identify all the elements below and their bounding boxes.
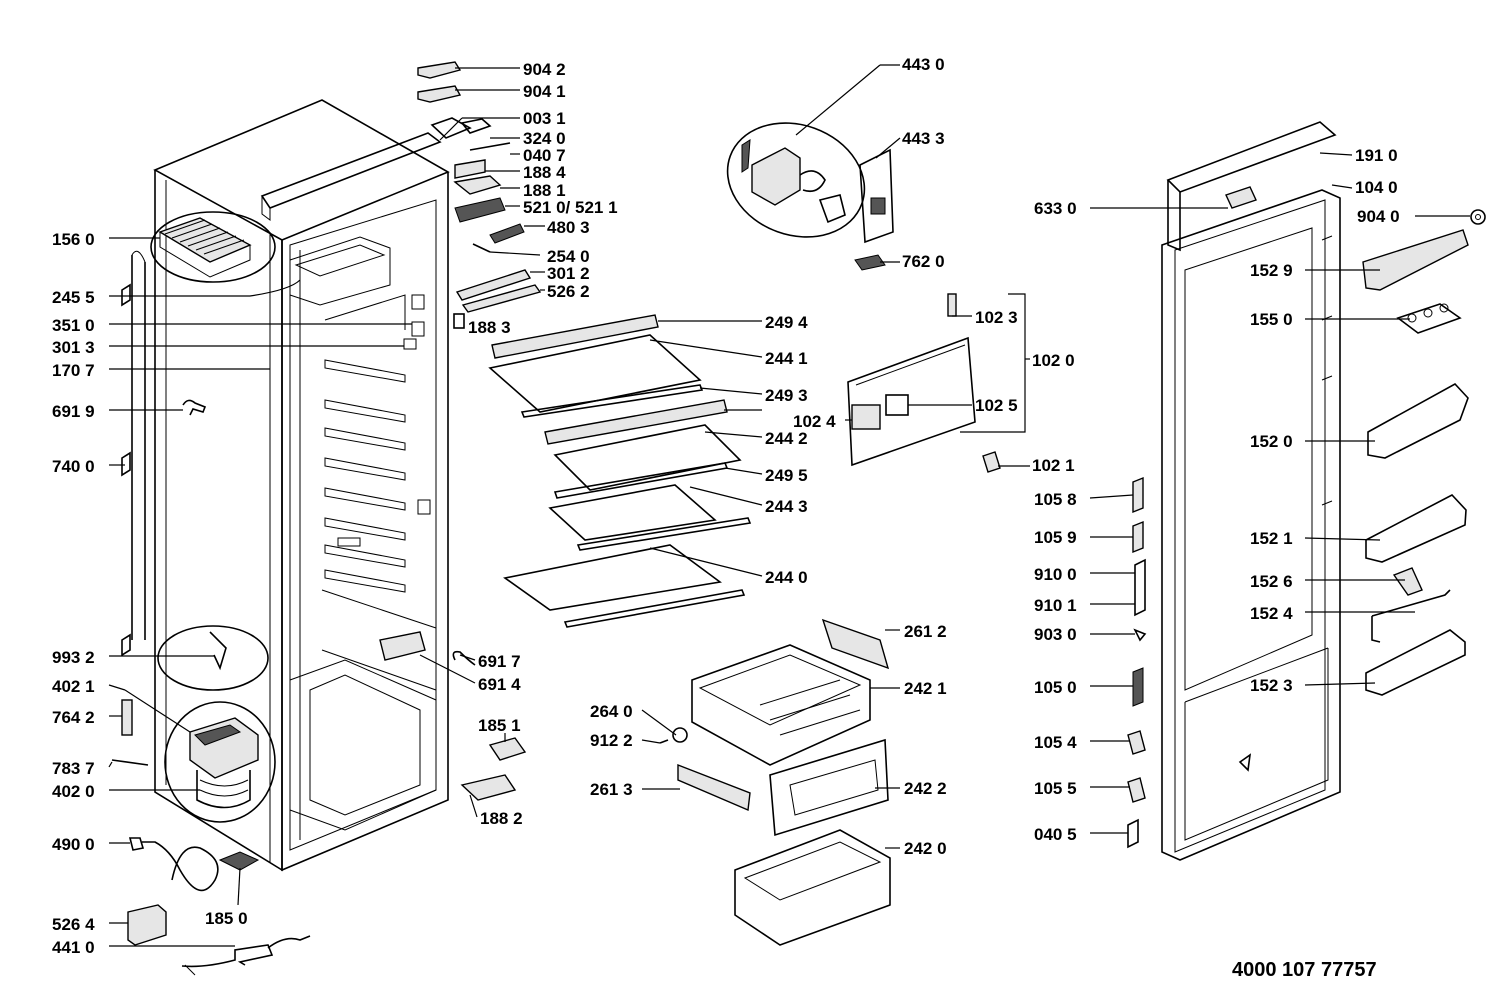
callout-label: 249 4 <box>765 313 808 332</box>
callout-label: 904 2 <box>523 60 566 79</box>
callout-label: 904 1 <box>523 82 566 101</box>
clip-part <box>182 399 207 416</box>
door-bins <box>1362 209 1486 696</box>
callout-label: 102 1 <box>1032 456 1075 475</box>
callout-label: 351 0 <box>52 316 95 335</box>
callout-label: 261 3 <box>590 780 633 799</box>
compressor-group <box>111 625 276 823</box>
light-housing <box>726 122 894 271</box>
callout-label: 244 0 <box>765 568 808 587</box>
callout-label: 526 2 <box>547 282 590 301</box>
callout-label: 155 0 <box>1250 310 1293 329</box>
callout-label: 156 0 <box>52 230 95 249</box>
callout-label: 691 9 <box>52 402 95 421</box>
callout-label: 244 3 <box>765 497 808 516</box>
callout-label: 102 3 <box>975 308 1018 327</box>
callout-label: 105 5 <box>1034 779 1077 798</box>
callout-label: 910 0 <box>1034 565 1077 584</box>
callout-label: 105 8 <box>1034 490 1077 509</box>
callout-label: 993 2 <box>52 648 95 667</box>
callout-label: 783 7 <box>52 759 95 778</box>
bottom-cabinet-parts <box>379 631 527 801</box>
callout-label: 910 1 <box>1034 596 1077 615</box>
callout-label: 170 7 <box>52 361 95 380</box>
power-cord <box>127 837 311 976</box>
callout-label: 764 2 <box>52 708 95 727</box>
callout-label: 152 9 <box>1250 261 1293 280</box>
callout-label: 102 0 <box>1032 351 1075 370</box>
top-hinge-parts <box>417 61 542 329</box>
callout-label: 249 5 <box>765 466 808 485</box>
callout-label: 102 4 <box>793 412 836 431</box>
callout-label: 301 3 <box>52 338 95 357</box>
callout-label: 242 2 <box>904 779 947 798</box>
callout-label: 152 0 <box>1250 432 1293 451</box>
callout-label: 185 1 <box>478 716 521 735</box>
callout-label: 242 1 <box>904 679 947 698</box>
ice-tray <box>150 211 276 283</box>
callout-label: 040 5 <box>1034 825 1077 844</box>
leader-lines <box>108 64 1470 947</box>
callout-label: 324 0 <box>523 129 566 148</box>
crisper-drawers <box>659 618 891 946</box>
callout-label: 105 4 <box>1034 733 1077 752</box>
callout-label: 188 2 <box>480 809 523 828</box>
callout-label: 490 0 <box>52 835 95 854</box>
callout-label: 152 1 <box>1250 529 1293 548</box>
callout-label: 912 2 <box>590 731 633 750</box>
glass-shelves <box>488 314 752 628</box>
callout-label: 185 0 <box>205 909 248 928</box>
callout-label: 402 1 <box>52 677 95 696</box>
callout-label: 003 1 <box>523 109 566 128</box>
callout-label: 105 9 <box>1034 528 1077 547</box>
callout-label: 691 7 <box>478 652 521 671</box>
callout-label: 245 5 <box>52 288 95 307</box>
callout-label: 521 0/ 521 1 <box>523 198 618 217</box>
callout-label: 301 2 <box>547 264 590 283</box>
callout-label: 443 0 <box>902 55 945 74</box>
callout-label: 480 3 <box>547 218 590 237</box>
callout-label: 261 2 <box>904 622 947 641</box>
callout-label: 691 4 <box>478 675 521 694</box>
callout-label: 443 3 <box>902 129 945 148</box>
callout-label: 740 0 <box>52 457 95 476</box>
callout-label: 903 0 <box>1034 625 1077 644</box>
callout-label: 152 3 <box>1250 676 1293 695</box>
callout-label: 526 4 <box>52 915 95 934</box>
callout-label: 633 0 <box>1034 199 1077 218</box>
callout-label: 188 4 <box>523 163 566 182</box>
condenser-loop <box>121 250 146 657</box>
callout-label: 402 0 <box>52 782 95 801</box>
fridge-door <box>1161 121 1341 861</box>
callout-label: 152 6 <box>1250 572 1293 591</box>
callout-label: 254 0 <box>547 247 590 266</box>
callout-label: 152 4 <box>1250 604 1293 623</box>
callout-labels: 904 2 904 1 003 1 324 0 040 7 188 4 188 … <box>52 55 1400 957</box>
callout-label: 762 0 <box>902 252 945 271</box>
callout-label: 244 1 <box>765 349 808 368</box>
diagram-reference-code: 4000 107 77757 <box>1232 959 1377 981</box>
callout-label: 244 2 <box>765 429 808 448</box>
callout-label: 249 3 <box>765 386 808 405</box>
callout-label: 242 0 <box>904 839 947 858</box>
callout-label: 040 7 <box>523 146 566 165</box>
callout-label: 105 0 <box>1034 678 1077 697</box>
callout-label: 188 1 <box>523 181 566 200</box>
fridge-cabinet <box>153 99 450 872</box>
callout-label: 191 0 <box>1355 146 1398 165</box>
freezer-flap <box>847 293 1001 473</box>
callout-label: 102 5 <box>975 396 1018 415</box>
callout-label: 188 3 <box>468 318 511 337</box>
callout-label: 104 0 <box>1355 178 1398 197</box>
callout-label: 904 0 <box>1357 207 1400 226</box>
door-hardware <box>1127 476 1147 849</box>
callout-label: 441 0 <box>52 938 95 957</box>
callout-label: 264 0 <box>590 702 633 721</box>
